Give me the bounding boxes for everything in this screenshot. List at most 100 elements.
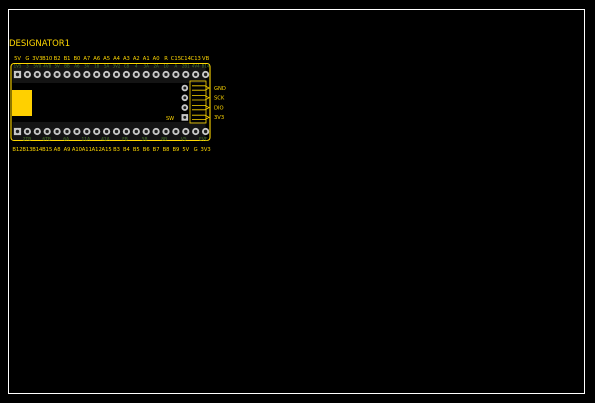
top-pin-label-18: C14 [181, 56, 192, 62]
bottom-pin-2 [23, 127, 31, 136]
top-pin-sub-label-1: 1V5 [14, 64, 22, 69]
top-pin-sub-label-11: 3V2 [113, 64, 121, 69]
top-pin-sub-label-3: 5V0 [33, 64, 41, 69]
top-pin-4 [43, 70, 51, 79]
bottom-pin-4 [43, 127, 51, 136]
bottom-pin-label-4: B15 [42, 147, 52, 153]
bottom-pin-label-18: 5V [182, 147, 189, 153]
bottom-pin-13 [132, 127, 140, 136]
bottom-pin-sub-label-7: 5B [142, 137, 148, 143]
bottom-pin-label-15: B7 [153, 147, 160, 153]
top-pin-sub-label-13: 4 [135, 64, 138, 69]
bottom-pin-sub-label-1: 2TB [23, 137, 32, 143]
header-pin-sck: SCK [181, 94, 225, 102]
top-pin-sub-label-19: 4V4 [192, 64, 200, 69]
bottom-pin-5 [53, 127, 61, 136]
switch-label: SW [166, 116, 174, 122]
header-pin-label: DIO [214, 105, 224, 111]
bottom-pin-label-12: B4 [123, 147, 131, 153]
top-pin-sub-label-14: 3A [144, 64, 150, 69]
top-pin-label-2: G [25, 56, 29, 62]
bottom-pin-7 [73, 127, 81, 136]
top-pin-14 [142, 70, 150, 79]
top-pin-sub-label-18: 2B1 [182, 64, 190, 69]
top-pin-20 [202, 70, 210, 79]
top-pin-10 [103, 70, 111, 79]
bottom-pin-15 [152, 127, 160, 136]
top-pin-label-10: A5 [103, 56, 110, 62]
top-pin-sub-label-5: 5V [54, 64, 60, 69]
top-pin-12 [122, 70, 130, 79]
bottom-pin-3 [33, 127, 41, 136]
top-pin-2 [23, 70, 31, 79]
bottom-pin-label-17: B9 [172, 147, 179, 153]
bottom-pin-8 [83, 127, 91, 136]
top-pin-label-17: C15 [171, 56, 181, 62]
top-pin-label-1: 5V [14, 56, 21, 62]
bottom-pin-sub-label-10: EVE [199, 137, 208, 143]
top-pin-16 [162, 70, 170, 79]
bottom-pin-label-7: A10 [72, 147, 82, 153]
top-pin-sub-label-16: 10 [163, 64, 169, 69]
header-pin-gnd: GND [181, 84, 226, 92]
top-pin-label-7: B0 [73, 56, 80, 62]
top-pin-label-16: R [164, 56, 168, 62]
bottom-pin-sub-label-8: 8B [161, 137, 167, 143]
top-pin-sub-label-20: B14 [202, 64, 210, 69]
header-pin-label: GND [214, 86, 226, 92]
bottom-pin-14 [142, 127, 150, 136]
bottom-pin-sub-label-5: 41A [101, 137, 110, 143]
bottom-pin-16 [162, 127, 170, 136]
bottom-pin-label-6: A9 [64, 147, 71, 153]
bottom-pin-19 [192, 127, 200, 136]
bottom-pin-20 [202, 127, 210, 136]
bottom-pin-6 [63, 127, 71, 136]
top-pin-11 [112, 70, 121, 79]
top-pin-label-19: C13 [191, 56, 201, 62]
bottom-pin-label-14: B6 [143, 147, 150, 153]
top-pin-1 [13, 70, 22, 79]
top-pin-5 [53, 70, 61, 79]
top-pin-label-9: A6 [93, 56, 100, 62]
bottom-pin-10 [103, 127, 111, 136]
bottom-pin-label-16: B8 [163, 147, 170, 153]
drawing-frame [8, 9, 585, 394]
bottom-pin-12 [122, 127, 130, 136]
top-pin-sub-label-17: A [175, 64, 178, 69]
top-pin-sub-label-4: 4V8 [43, 64, 51, 69]
bottom-pin-label-5: A8 [54, 147, 61, 153]
bottom-pin-1 [13, 127, 22, 136]
bottom-pin-label-10: A15 [102, 147, 112, 153]
bottom-pin-label-3: B14 [32, 147, 43, 153]
bottom-pin-sub-label-9: V5 [181, 137, 187, 143]
top-pin-7 [73, 70, 81, 79]
top-pin-9 [93, 70, 101, 79]
bottom-pin-11 [112, 127, 121, 136]
header-pin-label: 3V3 [214, 115, 224, 121]
top-pin-label-15: A0 [153, 56, 160, 62]
top-pin-label-6: B1 [64, 56, 71, 62]
bottom-pin-sub-label-4: 11A [82, 137, 91, 143]
top-pin-label-12: A3 [123, 56, 130, 62]
top-pin-label-20: VB [202, 56, 210, 62]
top-pin-15 [152, 70, 160, 79]
top-pin-17 [172, 70, 180, 79]
bottom-pin-sub-label-6: FB [122, 137, 128, 143]
top-pin-8 [83, 70, 91, 79]
header-pin-dio: DIO [181, 104, 224, 111]
top-pin-label-14: A1 [143, 56, 150, 62]
top-pin-label-8: A7 [83, 56, 90, 62]
top-pin-sub-label-15: 2A [153, 64, 159, 69]
top-pin-label-4: B10 [42, 56, 52, 62]
top-pin-19 [192, 70, 200, 79]
bottom-pin-label-13: B5 [133, 147, 140, 153]
top-pin-sub-label-8: 3V [84, 64, 90, 69]
bottom-pin-label-2: B13 [22, 147, 32, 153]
top-pin-sub-label-6: BB [64, 64, 70, 69]
top-pin-sub-label-7: A6 [74, 64, 80, 69]
top-pin-3 [33, 70, 41, 79]
top-pin-18 [182, 70, 190, 79]
bottom-pin-label-1: B12 [12, 147, 22, 153]
bottom-pin-label-9: A12 [92, 147, 102, 153]
